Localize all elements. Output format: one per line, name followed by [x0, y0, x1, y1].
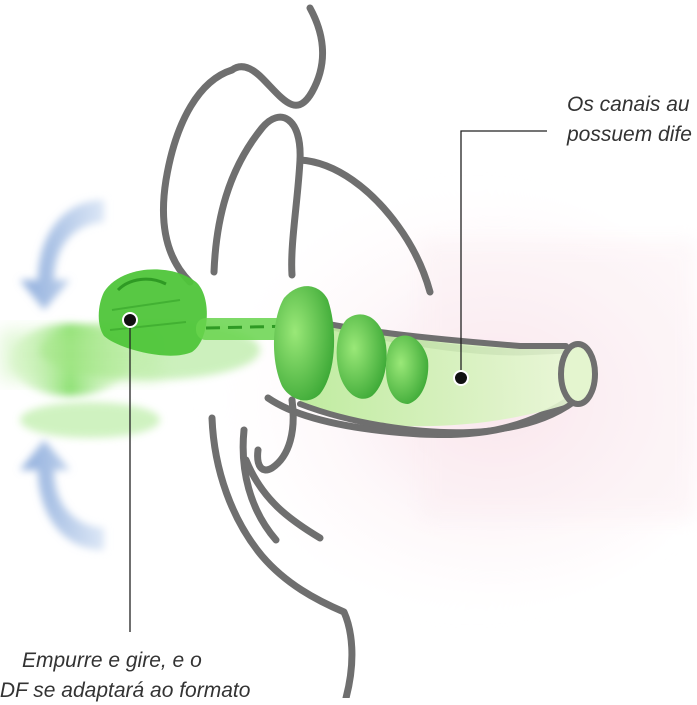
curved-arrow-down-icon — [20, 440, 104, 550]
plug-marker-dot — [123, 313, 137, 327]
plug-annotation-line2: IDF se adaptará ao formato — [0, 677, 250, 705]
curved-arrow-up-icon — [20, 200, 104, 310]
canal-annotation-line1: Os canais au — [567, 91, 690, 119]
canal-marker-dot — [454, 371, 468, 385]
plug-annotation-line1: Empurre e gire, e o — [22, 647, 202, 675]
canal-annotation-line2: possuem dife — [567, 121, 692, 149]
